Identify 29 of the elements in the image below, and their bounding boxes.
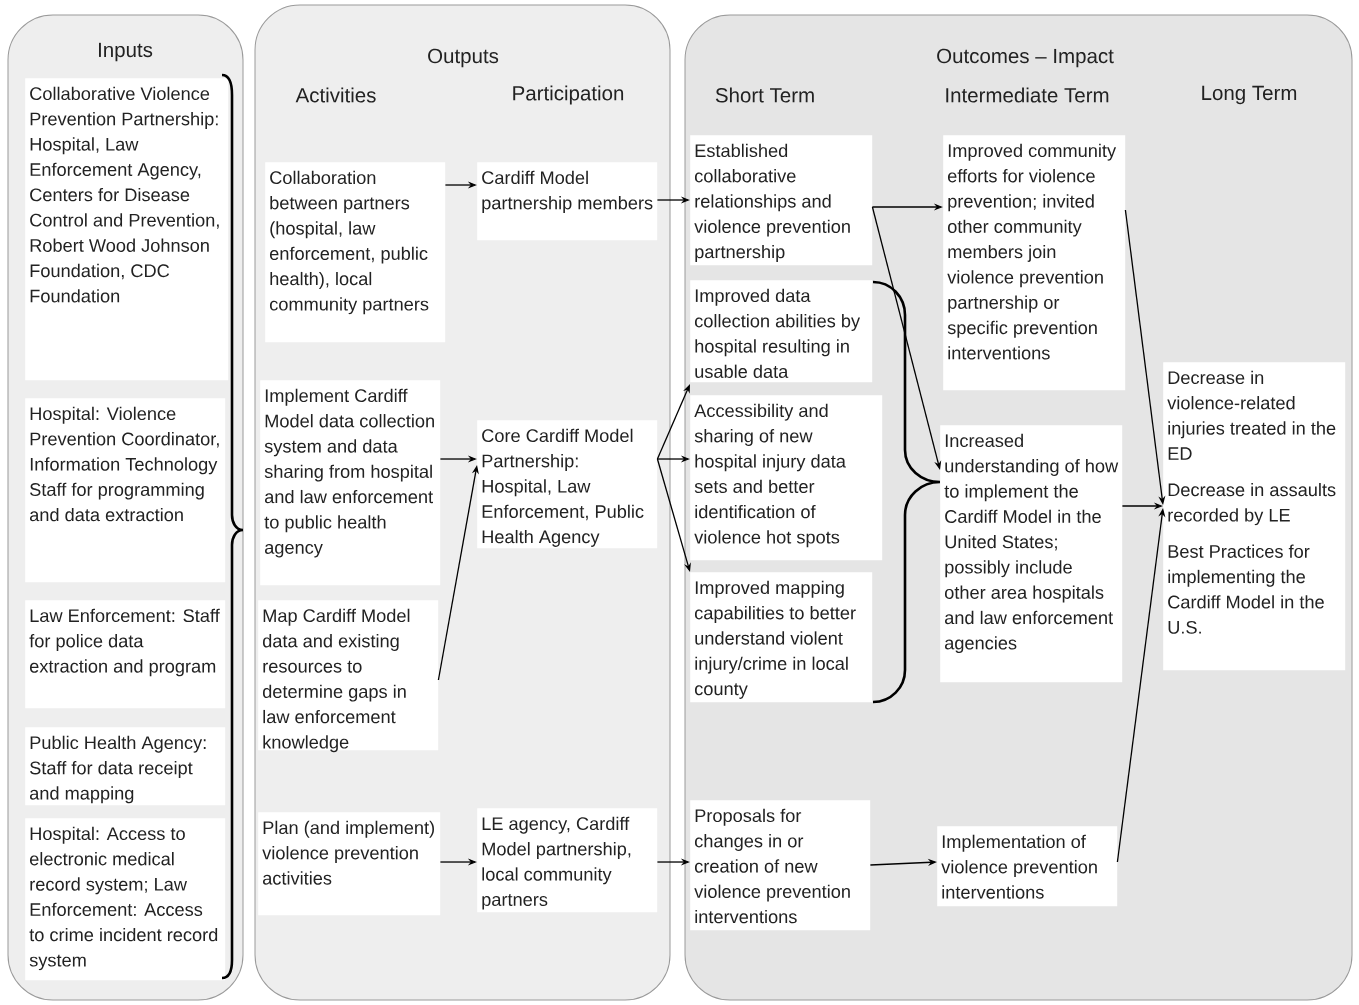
text-box: Collaborative Violence Prevention Partnership: Hospital, Law Enforcement Agency, Centers for Disease Control and Prevention, Robert Wood Johnson Foundation, CDC Foundation	[25, 78, 229, 381]
text-box: Implement Cardiff Model data collection system and data sharing from hospital and law enforcement to public health agency	[260, 380, 441, 586]
heading: Short Term	[715, 87, 814, 103]
heading: Outcomes – Impact	[937, 48, 1114, 68]
text-box: Accessibility and sharing of new hospital injury data sets and better identification of violence hot spots	[690, 395, 883, 561]
text-box: Increased understanding of how to implement the Cardiff Model in the United States; possibly include other area hospitals and law enforcement agencies	[940, 425, 1123, 683]
text-box: Implementation of violence prevention interventions	[937, 826, 1118, 907]
heading: Participation	[513, 85, 624, 105]
text-box: Decrease in violence-related injuries treated in the ED Decrease in assaults recorded by LE Best Practices for implementing the Cardiff Model in the U.S.	[1163, 362, 1346, 671]
heading: Inputs	[99, 42, 153, 62]
text-box: Improved community efforts for violence prevention; invited other community members join violence prevention partnership or specific prevention interventions	[943, 135, 1126, 391]
heading: Long Term	[1202, 85, 1297, 105]
text-box: Core Cardiff Model Partnership: Hospital, Law Enforcement, Public Health Agency	[477, 420, 658, 549]
text-box: Collaboration between partners (hospital, law enforcement, public health), local community partners	[265, 162, 446, 343]
text-box: LE agency, Cardiff Model partnership, local community partners	[477, 808, 658, 913]
text-box: Plan (and implement) violence prevention activities	[258, 812, 441, 916]
text-box: Established collaborative relationships and violence prevention partnership	[690, 135, 873, 266]
text-box: Public Health Agency: Staff for data receipt and mapping	[25, 727, 226, 806]
text-box: Hospital: Access to electronic medical record system; Law Enforcement: Access to crime incident record system	[25, 818, 226, 981]
text-box: Map Cardiff Model data and existing resources to determine gaps in law enforcement knowledge	[258, 600, 439, 753]
text-box: Proposals for changes in or creation of new violence prevention interventions	[690, 800, 871, 931]
heading: Outputs	[428, 48, 499, 68]
text-box: Improved mapping capabilities to better understand violent injury/crime in local county	[690, 572, 873, 703]
text-box: Cardiff Model partnership members	[477, 162, 658, 241]
text-box: Improved data collection abilities by hospital resulting in usable data	[690, 280, 873, 383]
heading: Activities	[295, 87, 376, 103]
heading: Intermediate Term	[946, 87, 1109, 103]
text-box: Hospital: Violence Prevention Coordinator, Information Technology Staff for programming and data extraction	[25, 398, 226, 583]
text-box: Law Enforcement: Staff for police data extraction and program	[25, 600, 226, 709]
